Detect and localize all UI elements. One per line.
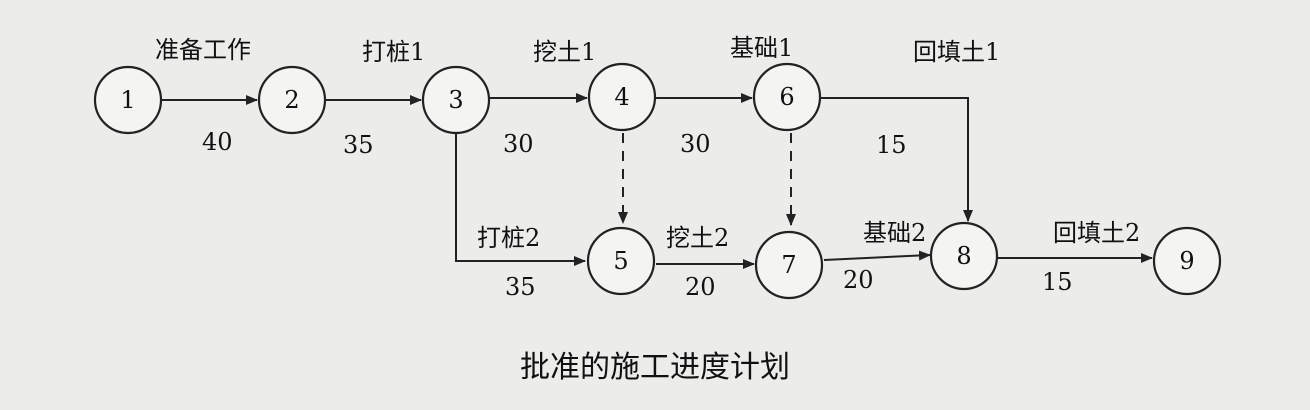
duration-6-8: 15 — [876, 131, 907, 159]
activity-name-7-8: 基础2 — [863, 219, 926, 247]
duration-8-9: 15 — [1042, 268, 1073, 296]
duration-1-2: 40 — [202, 128, 233, 156]
node-6-label: 6 — [779, 83, 794, 111]
activity-name-1-2: 准备工作 — [155, 36, 251, 64]
duration-3-5: 35 — [505, 273, 536, 301]
node-7-label: 7 — [781, 251, 796, 279]
duration-7-8: 20 — [843, 266, 874, 294]
node-4: 4 — [587, 62, 657, 132]
node-6: 6 — [752, 62, 822, 132]
arrow-3-5 — [455, 134, 586, 266]
duration-5-7: 20 — [685, 273, 716, 301]
duration-4-6: 30 — [680, 130, 711, 158]
node-5: 5 — [586, 226, 656, 296]
activity-name-8-9: 回填土2 — [1053, 219, 1140, 247]
arrow-7-8 — [823, 250, 931, 261]
diagram-caption: 批准的施工进度计划 — [520, 350, 790, 385]
activity-name-2-3: 打桩1 — [362, 38, 425, 66]
node-3: 3 — [421, 65, 491, 135]
node-8: 8 — [929, 221, 999, 291]
node-2: 2 — [257, 65, 327, 135]
node-3-label: 3 — [448, 86, 463, 114]
node-5-label: 5 — [613, 247, 628, 275]
activity-name-3-4: 挖土1 — [533, 38, 596, 66]
activity-name-3-5: 打桩2 — [477, 224, 540, 252]
node-9-label: 9 — [1179, 247, 1194, 275]
node-4-label: 4 — [614, 83, 629, 111]
node-1-label: 1 — [120, 86, 135, 114]
activity-name-6-8: 回填土1 — [913, 38, 1000, 66]
duration-3-4: 30 — [503, 130, 534, 158]
node-1: 1 — [93, 65, 163, 135]
node-2-label: 2 — [284, 86, 299, 114]
arrow-6-8 — [821, 97, 973, 222]
duration-2-3: 35 — [343, 131, 374, 159]
node-7: 7 — [754, 230, 824, 300]
node-8-label: 8 — [956, 242, 971, 270]
activity-name-5-7: 挖土2 — [666, 224, 729, 252]
activity-name-4-6: 基础1 — [730, 34, 793, 62]
node-9: 9 — [1152, 226, 1222, 296]
